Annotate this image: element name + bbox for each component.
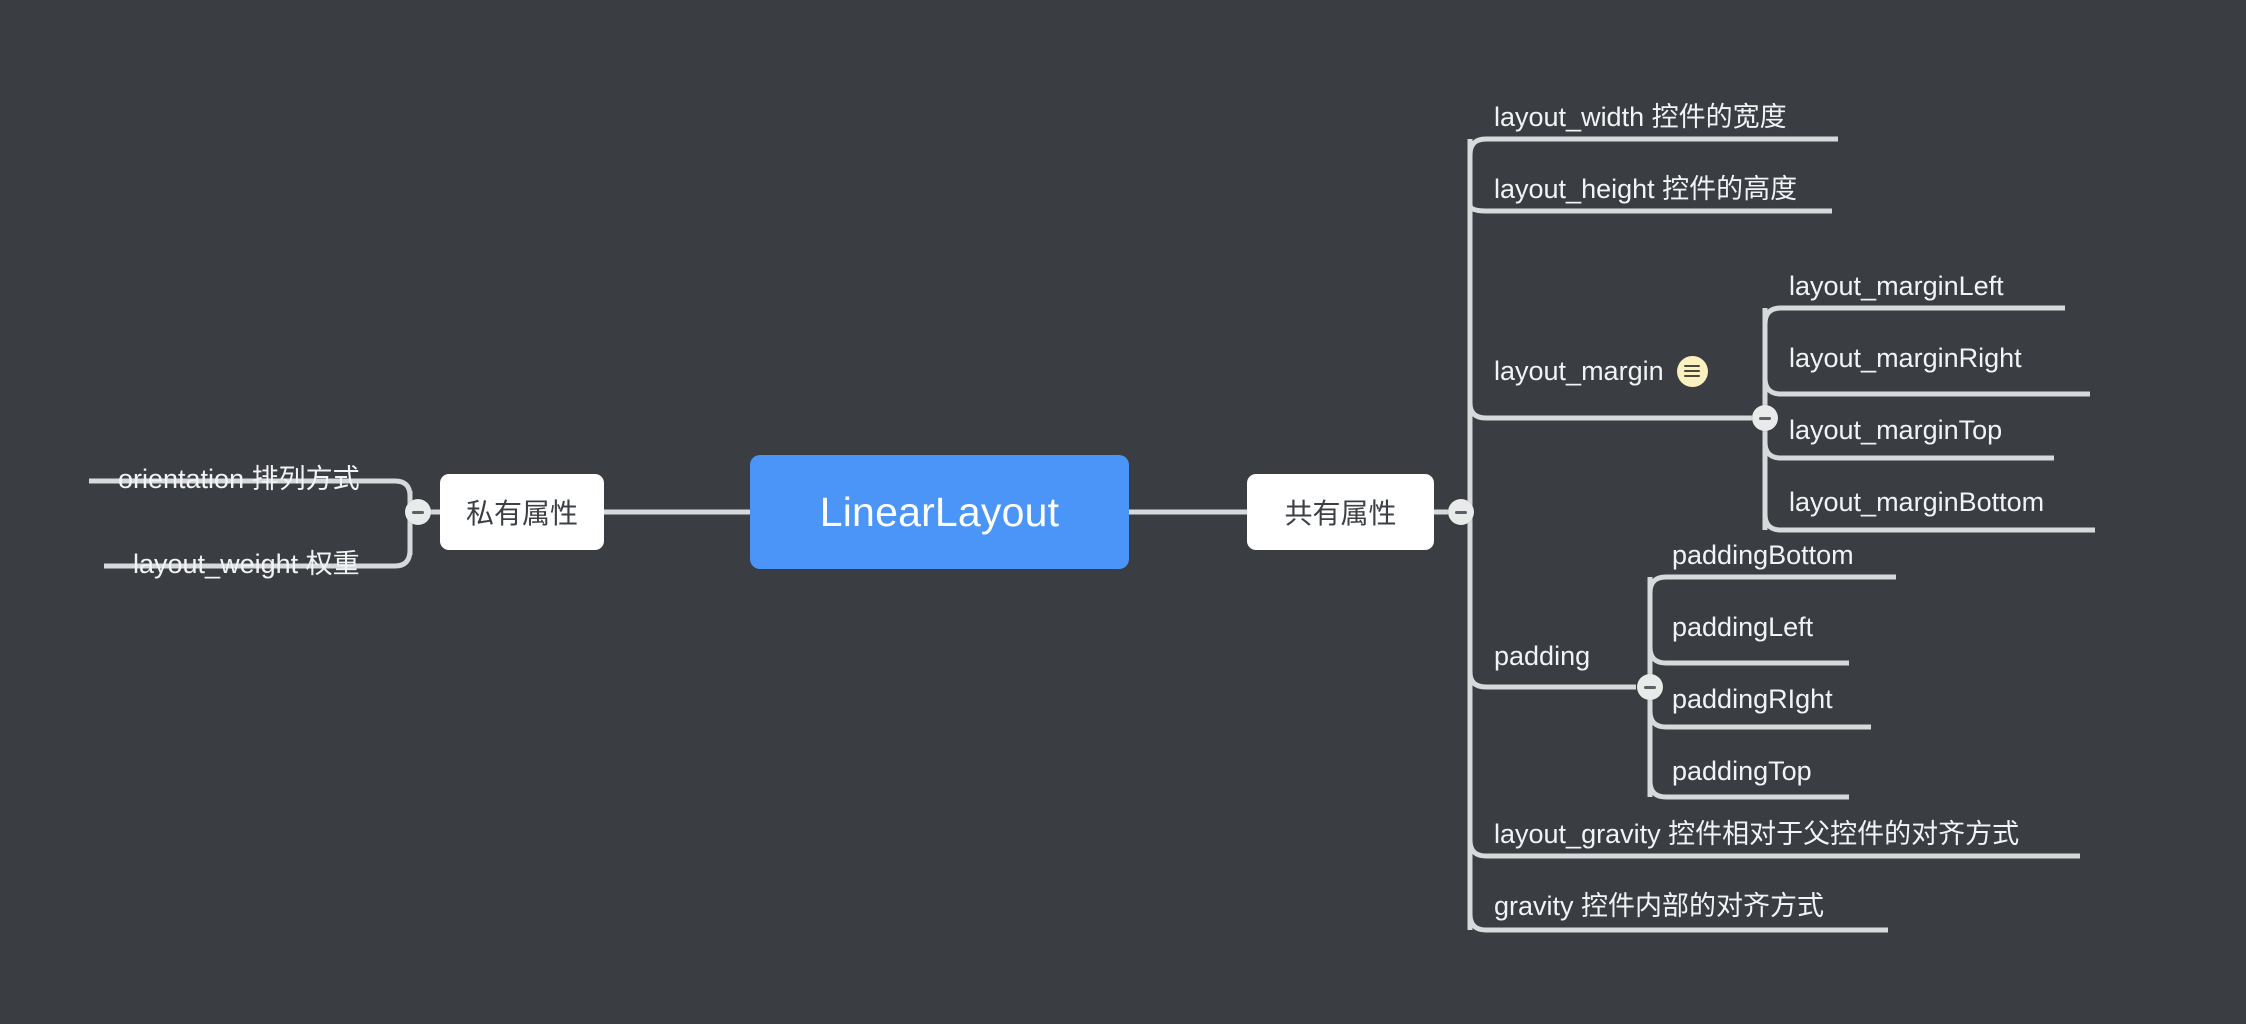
branch-node-shared-attributes-label: 共有属性 (1284, 498, 1397, 529)
note-lines-icon[interactable] (1676, 355, 1708, 387)
leaf-padding-left-label: paddingLeft (1672, 611, 1814, 642)
node-layout-margin-label: layout_margin (1494, 355, 1664, 386)
leaf-padding-top-label: paddingTop (1672, 755, 1812, 786)
toggle-private-attributes[interactable] (405, 499, 431, 525)
leaf-layout-margin-left[interactable]: layout_marginLeft (1789, 269, 2004, 303)
branch-node-private-attributes-label: 私有属性 (465, 498, 578, 529)
leaf-padding-right[interactable]: paddingRIght (1672, 682, 1833, 716)
node-layout-margin[interactable]: layout_margin (1494, 352, 1708, 390)
toggle-shared-attributes[interactable] (1448, 499, 1474, 525)
leaf-layout-margin-right[interactable]: layout_marginRight (1789, 341, 2022, 375)
minus-icon (1759, 416, 1771, 420)
leaf-layout-height-label: layout_height 控件的高度 (1494, 173, 1798, 204)
leaf-layout-gravity-label: layout_gravity 控件相对于父控件的对齐方式 (1494, 818, 2020, 849)
leaf-padding-top[interactable]: paddingTop (1672, 754, 1812, 788)
leaf-layout-margin-bottom-label: layout_marginBottom (1789, 486, 2045, 517)
root-node-linearlayout[interactable]: LinearLayout (750, 455, 1129, 569)
leaf-padding-left[interactable]: paddingLeft (1672, 610, 1813, 644)
branch-node-private-attributes[interactable]: 私有属性 (440, 474, 604, 550)
leaf-layout-margin-right-label: layout_marginRight (1789, 342, 2022, 373)
leaf-padding-bottom[interactable]: paddingBottom (1672, 538, 1854, 572)
leaf-padding-right-label: paddingRIght (1672, 683, 1833, 714)
leaf-layout-height[interactable]: layout_height 控件的高度 (1494, 172, 1797, 206)
leaf-orientation-label: orientation 排列方式 (118, 463, 360, 494)
leaf-gravity[interactable]: gravity 控件内部的对齐方式 (1494, 889, 1824, 923)
node-padding[interactable]: padding (1494, 639, 1590, 673)
leaf-padding-bottom-label: paddingBottom (1672, 539, 1854, 570)
leaf-layout-weight-label: layout_weight 权重 (133, 548, 360, 579)
node-padding-label: padding (1494, 640, 1591, 671)
minus-icon (412, 510, 424, 514)
leaf-layout-margin-left-label: layout_marginLeft (1789, 270, 2004, 301)
leaf-orientation[interactable]: orientation 排列方式 (118, 462, 360, 496)
leaf-gravity-label: gravity 控件内部的对齐方式 (1494, 890, 1825, 921)
leaf-layout-width-label: layout_width 控件的宽度 (1494, 101, 1787, 132)
toggle-layout-margin[interactable] (1752, 405, 1778, 431)
leaf-layout-gravity[interactable]: layout_gravity 控件相对于父控件的对齐方式 (1494, 817, 2019, 851)
minus-icon (1455, 510, 1467, 514)
leaf-layout-width[interactable]: layout_width 控件的宽度 (1494, 100, 1787, 134)
leaf-layout-margin-top-label: layout_marginTop (1789, 414, 2003, 445)
toggle-padding[interactable] (1637, 674, 1663, 700)
root-node-label: LinearLayout (819, 488, 1060, 535)
leaf-layout-margin-top[interactable]: layout_marginTop (1789, 413, 2002, 447)
branch-node-shared-attributes[interactable]: 共有属性 (1247, 474, 1434, 550)
leaf-layout-weight[interactable]: layout_weight 权重 (133, 547, 360, 581)
leaf-layout-margin-bottom[interactable]: layout_marginBottom (1789, 485, 2044, 519)
minus-icon (1644, 685, 1656, 689)
